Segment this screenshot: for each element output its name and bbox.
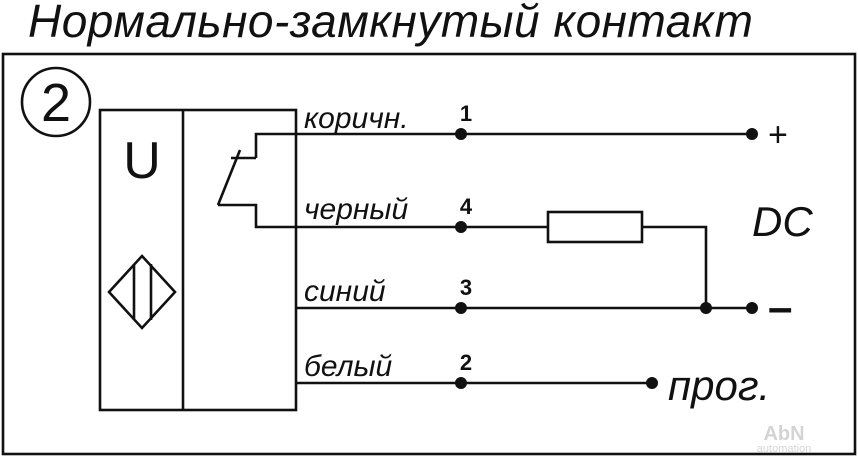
sensor-body: [98, 108, 298, 412]
diagram-title: Нормально-замкнутый контакт: [28, 0, 754, 47]
wire-label-brown: коричн.: [304, 102, 409, 135]
junction-dot: [700, 302, 712, 314]
minus-terminal-dot: [746, 302, 758, 314]
load-resistor: [546, 210, 644, 244]
plus-label: +: [768, 116, 788, 154]
terminal-dot-1: [455, 128, 467, 140]
terminal-dot-2: [455, 377, 467, 389]
program-terminal-dot: [646, 377, 658, 389]
pin-number-2: 2: [460, 350, 472, 375]
pin-number-4: 4: [460, 194, 473, 219]
wire-label-blue: синий: [304, 275, 386, 308]
outer-frame: [1, 52, 857, 456]
wire-label-white: белый: [304, 350, 393, 383]
minus-label: –: [768, 283, 792, 332]
wire-label-black: черный: [304, 193, 408, 226]
watermark-line1: AbN: [763, 423, 804, 445]
nc-contact-symbol: [216, 132, 296, 229]
terminal-dot-3: [455, 302, 467, 314]
diagram-number: 2: [41, 73, 71, 133]
sensor-label: U: [123, 132, 161, 190]
inductive-sensor-icon: [107, 254, 177, 330]
watermark-line2: automation: [757, 443, 811, 455]
watermark-logo: AbN automation: [757, 423, 811, 455]
plus-terminal-dot: [746, 128, 758, 140]
pin-number-3: 3: [460, 275, 472, 300]
pin-number-1: 1: [460, 101, 472, 126]
dc-label: DC: [752, 198, 813, 245]
program-label: прог.: [668, 362, 770, 409]
diagram-number-circle: [20, 66, 92, 138]
load-to-minus-wire: [642, 225, 708, 308]
terminal-dot-4: [455, 221, 467, 233]
